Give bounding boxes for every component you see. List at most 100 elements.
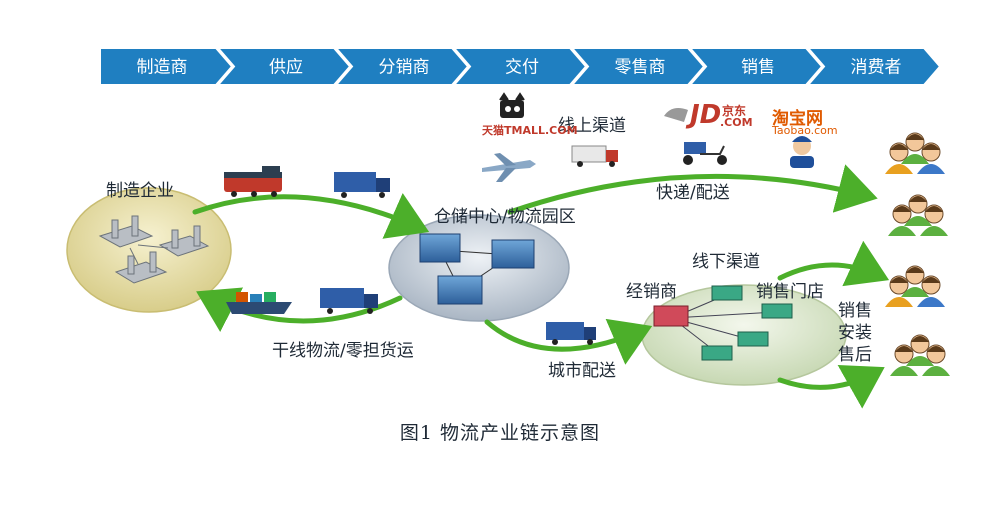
- tmall-cat-icon: [499, 92, 525, 118]
- factory-icon: [149, 251, 157, 273]
- factory-icon: [98, 225, 154, 248]
- offline-channel-label: 线下渠道: [692, 252, 760, 272]
- store-device-icon: [711, 285, 743, 301]
- factory-icon: [127, 255, 135, 275]
- arrow-manufacturer-to-warehouse: [192, 193, 430, 239]
- warehouse-ellipse: [388, 214, 570, 322]
- consumer-person-icon: [885, 164, 913, 174]
- truck-icon-online: [571, 145, 618, 167]
- jd-dog-icon: [664, 108, 688, 122]
- consumer-person-icon: [888, 226, 916, 236]
- consumer-hair-icon: [890, 144, 908, 150]
- consumer-person-icon: [885, 297, 913, 307]
- consumer-hair-icon: [893, 206, 911, 212]
- factory-link: [137, 244, 169, 249]
- after-sale-label: 销售: [838, 301, 872, 321]
- warehouse-building-icon: [437, 275, 483, 305]
- distributor-label: 经销商: [626, 282, 677, 302]
- factory-icon: [171, 229, 179, 249]
- express-label: 快递/配送: [656, 183, 730, 203]
- tmall-logo: 天猫TMALL.COM: [482, 124, 578, 137]
- consumer-hair-icon: [909, 196, 927, 202]
- consumer-person-icon: [901, 287, 929, 297]
- factory-icons: [98, 215, 210, 284]
- jd-logo-cn: 京东: [722, 104, 747, 118]
- consumer-hair-icon: [927, 346, 945, 352]
- chain-step-arrow: [215, 47, 352, 86]
- consumer-hair-icon: [890, 277, 908, 283]
- offline-network: [653, 285, 793, 361]
- chain-step-arrow: [569, 47, 706, 86]
- city-delivery-label: 城市配送: [548, 361, 616, 381]
- chain-step-arrow: [687, 47, 824, 86]
- consumer-person-icon: [906, 356, 934, 366]
- jd-logo-com: .COM: [720, 116, 753, 129]
- warehouse-building-icon: [419, 233, 461, 263]
- warehouse-icons: [419, 233, 535, 305]
- factory-icon: [131, 215, 139, 237]
- after-sale-labels: 销售 安装 售后: [838, 300, 872, 366]
- arrow-offline-consumer: [777, 240, 890, 287]
- train-icon: [224, 166, 282, 197]
- scooter-icon: [683, 142, 727, 165]
- airplane-icon: [482, 153, 536, 182]
- factory-icon: [193, 225, 201, 247]
- trunk-logistics-label: 干线物流/零担货运: [272, 341, 414, 361]
- consumer-hair-icon: [906, 267, 924, 273]
- chain-step-label: 销售: [741, 58, 775, 78]
- manufacturer-label: 制造企业: [106, 181, 174, 201]
- ship-icon: [226, 292, 292, 314]
- arrow-city-delivery: [484, 318, 653, 365]
- after-sale-label: 安装: [838, 323, 872, 343]
- figure-caption: 图1 物流产业链示意图: [399, 422, 601, 444]
- consumer-person-icon: [920, 226, 948, 236]
- consumer-hair-icon: [925, 206, 943, 212]
- manufacturer-ellipse: [66, 187, 232, 313]
- consumer-person-icon: [904, 216, 932, 226]
- consumer-hair-icon: [922, 144, 940, 150]
- after-sale-label: 售后: [838, 345, 872, 365]
- chain-step-label: 消费者: [851, 58, 902, 78]
- truck-icon-trunk: [320, 288, 378, 314]
- consumer-hair-icon: [895, 346, 913, 352]
- taobao-logo: 淘宝网: [772, 109, 823, 129]
- consumer-person-icon: [922, 366, 950, 376]
- arrow-after-sale: [777, 364, 885, 409]
- consumer-person-icon: [917, 164, 945, 174]
- store-label: 销售门店: [756, 282, 824, 302]
- chain-step-arrow: [805, 47, 942, 86]
- online-channel-label: 线上渠道: [558, 116, 626, 136]
- warehouse-label: 仓储中心/物流园区: [434, 207, 576, 227]
- chain-step-arrow: [333, 47, 470, 86]
- truck-icon-city: [546, 322, 596, 345]
- chain-step-label: 供应: [269, 58, 303, 78]
- chain-step-label: 制造商: [137, 58, 188, 78]
- store-device-icon: [761, 303, 793, 319]
- supply-chain-chevrons: 制造商 供应 分销商 交付 零售商 销售 消费者: [99, 47, 942, 86]
- consumer-person-icon: [890, 366, 918, 376]
- truck-icon-top: [334, 172, 390, 198]
- store-device-icon: [701, 345, 733, 361]
- chain-step-arrow: [99, 47, 234, 86]
- chain-step-label: 交付: [505, 58, 539, 78]
- factory-link: [129, 247, 139, 265]
- taobao-logo-en: Taobao.com: [772, 124, 838, 137]
- jd-logo: JD: [690, 100, 722, 130]
- distributor-server-icon: [653, 305, 689, 327]
- arrow-online-channel: [507, 164, 878, 215]
- courier-icon: [790, 136, 814, 168]
- consumer-person-icon: [917, 297, 945, 307]
- chain-step-label: 零售商: [615, 58, 666, 78]
- consumer-hair-icon: [922, 277, 940, 283]
- chain-step-label: 分销商: [379, 58, 430, 78]
- consumer-groups: [885, 132, 950, 376]
- consumer-hair-icon: [911, 336, 929, 342]
- store-device-icon: [737, 331, 769, 347]
- chain-step-arrow: [451, 47, 588, 86]
- factory-icon: [111, 219, 119, 239]
- warehouse-building-icon: [491, 239, 535, 269]
- consumer-hair-icon: [906, 134, 924, 140]
- consumer-person-icon: [901, 154, 929, 164]
